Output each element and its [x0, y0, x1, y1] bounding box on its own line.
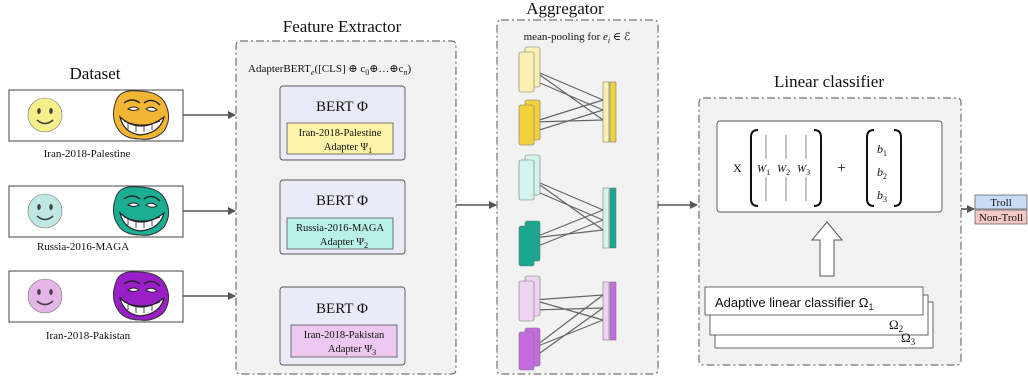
trollface-icon: [112, 90, 170, 141]
vector-bracket: [866, 129, 875, 207]
token-embedding: [518, 104, 535, 146]
pooled-embedding: [602, 281, 610, 341]
pooled-embedding: [602, 81, 610, 143]
bert-block: BERT Φ Iran-2018-Pakistan Adapter Ψ3: [279, 286, 406, 366]
connector: [532, 294, 604, 301]
adapter-label: Adapter Ψ3: [328, 344, 376, 357]
aggregator-panel: Aggregator mean-pooling for ei ∈ ℰ: [496, 0, 659, 375]
dataset-item: Russia-2016-MAGA: [8, 185, 184, 253]
trollface-icon: [112, 271, 170, 322]
dataset-label: Iran-2018-Palestine: [44, 148, 131, 160]
connector: [532, 319, 604, 349]
matrix-bracket: [813, 129, 822, 207]
feature-extractor-title: Feature Extractor: [283, 17, 402, 36]
adapter-label: Adapter Ψ2: [320, 237, 368, 250]
connector: [532, 294, 604, 349]
linear-classifier-title: Linear classifier: [774, 72, 884, 91]
aggregator-title: Aggregator: [526, 0, 604, 18]
pooling-group: [518, 275, 617, 371]
connector: [532, 109, 604, 133]
bias-label: b2: [877, 165, 887, 181]
bert-block: BERT Φ Iran-2018-Palestine Adapter Ψ1: [279, 85, 406, 161]
token-embedding: [518, 51, 535, 93]
bert-label: BERT Φ: [316, 193, 368, 209]
weight-label: W3: [797, 163, 810, 177]
output-labels: Troll Non-Troll: [974, 194, 1028, 225]
pooled-embedding: [609, 281, 617, 341]
token-embedding: [518, 331, 535, 371]
token-embedding: [518, 159, 535, 201]
connector: [532, 307, 604, 359]
connector: [532, 179, 604, 211]
dataset-item: Iran-2018-Palestine: [8, 89, 184, 160]
dataset-label: Iran-2018-Pakistan: [46, 330, 131, 342]
non-troll-badge: [974, 209, 1028, 225]
trollface-icon: [112, 186, 170, 237]
dataset-panel: Dataset Iran-2018-Palestine Russia-2016-…: [8, 64, 184, 342]
adaptive-classifier-label: Adaptive linear classifier Ω1: [715, 295, 874, 312]
token-embedding: [518, 280, 535, 322]
omega2-label: Ω2: [889, 317, 903, 334]
adapter-name: Iran-2018-Pakistan: [304, 330, 385, 341]
adapter-label: Adapter Ψ1: [324, 142, 372, 155]
plus-sign: +: [837, 160, 846, 177]
adapter-box: [290, 324, 398, 358]
up-arrow-icon: [810, 221, 844, 277]
pooling-group: [518, 154, 617, 267]
feature-extractor-panel: Feature Extractor AdapterBERTe([CLS] ⊕ c…: [235, 17, 457, 375]
troll-badge: [974, 194, 1028, 210]
weight-label: W2: [777, 163, 790, 177]
weight-label: W1: [757, 163, 770, 177]
troll-label: Troll: [990, 197, 1012, 209]
connector: [532, 219, 604, 249]
pooled-embedding: [609, 187, 617, 249]
matrix-bracket: [750, 129, 759, 207]
pooling-group: [518, 46, 617, 146]
dataset-label: Russia-2016-MAGA: [37, 241, 129, 253]
smiley-icon: [27, 97, 63, 133]
smiley-icon: [27, 193, 63, 229]
adapter-name: Iran-2018-Palestine: [299, 128, 382, 139]
connector: [532, 209, 604, 239]
connector: [532, 99, 604, 123]
bias-label: b3: [877, 188, 887, 204]
adaptive-card-1: [704, 286, 924, 316]
omega3-label: Ω3: [901, 330, 916, 347]
bert-label: BERT Φ: [316, 301, 368, 317]
connector: [532, 79, 604, 111]
adapter-name: Russia-2016-MAGA: [296, 223, 384, 234]
aggregator-subtitle: mean-pooling for ei ∈ ℰ: [524, 31, 631, 45]
linear-classifier-panel: Linear classifier X W1 W2 W3 + b1 b2 b3 …: [698, 72, 962, 366]
non-troll-label: Non-Troll: [979, 212, 1023, 224]
connector: [532, 69, 604, 101]
connector: [532, 307, 604, 311]
bert-label: BERT Φ: [316, 99, 368, 115]
pooled-embedding: [602, 187, 610, 249]
adapter-box: [286, 217, 394, 250]
dataset-item: Iran-2018-Pakistan: [8, 270, 184, 342]
vector-bracket: [893, 129, 902, 207]
bert-block: BERT Φ Russia-2016-MAGA Adapter Ψ2: [279, 179, 406, 255]
token-embedding: [518, 225, 535, 267]
adapterbert-formula: AdapterBERTe([CLS] ⊕ c0⊕…⊕cn): [248, 63, 412, 77]
equation-x: X: [733, 161, 742, 175]
bias-label: b1: [877, 142, 887, 158]
adapter-box: [286, 122, 394, 155]
smiley-icon: [27, 278, 63, 314]
pooled-embedding: [609, 81, 617, 143]
dataset-title: Dataset: [70, 64, 121, 83]
equation-box: [716, 120, 943, 213]
